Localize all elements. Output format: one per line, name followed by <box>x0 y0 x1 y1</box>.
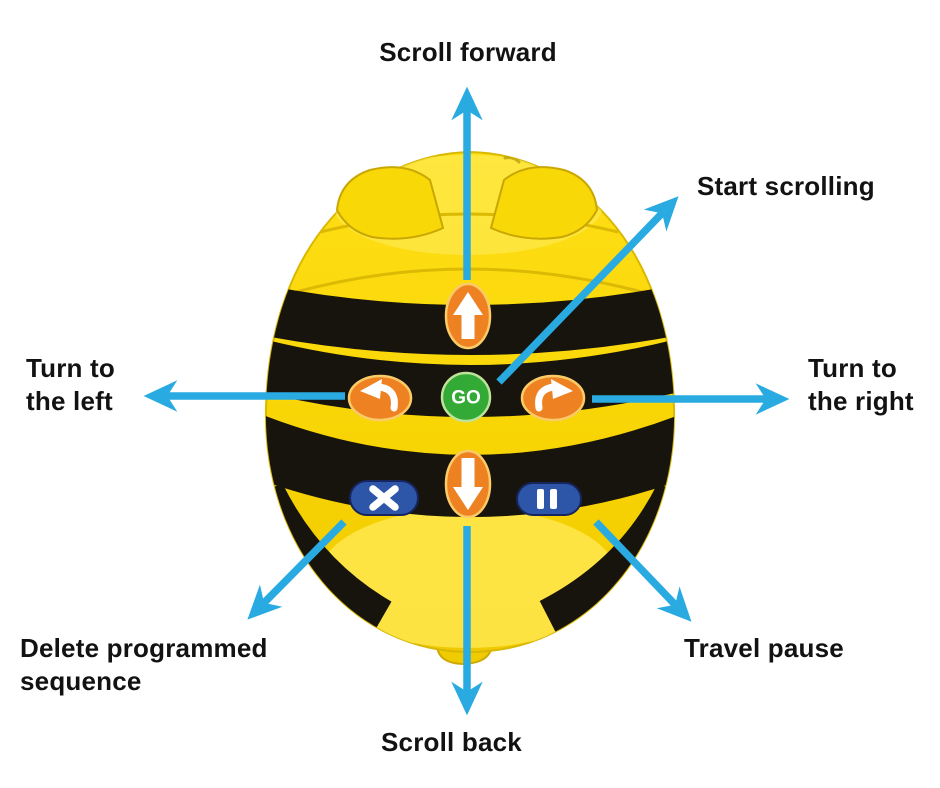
go-button-label: GO <box>451 388 481 409</box>
arrow-start-scrolling <box>496 196 679 385</box>
down-arrow-icon <box>453 458 483 510</box>
clear-x-icon <box>369 485 399 511</box>
go-button: GO <box>440 371 492 423</box>
pause-bars-icon <box>537 489 557 509</box>
clear-button <box>349 480 419 516</box>
label-travel-pause: Travel pause <box>684 633 844 663</box>
right-ear <box>489 166 599 240</box>
back-button <box>444 449 492 519</box>
control-buttons: GO <box>347 282 586 519</box>
label-turn-left: Turn to the left <box>26 353 115 416</box>
left-ear <box>335 166 445 240</box>
forward-button <box>444 282 492 350</box>
turn-right-icon <box>535 379 573 412</box>
arrow-travel-pause <box>593 519 692 622</box>
label-start-scrolling: Start scrolling <box>697 171 875 201</box>
arrow-delete-sequence <box>247 519 347 620</box>
turn-left-icon <box>360 379 398 412</box>
label-scroll-forward: Scroll forward <box>379 37 557 67</box>
turn-right-button <box>520 374 586 422</box>
label-delete-sequence: Delete programmed sequence <box>20 633 268 696</box>
pause-button <box>516 482 582 516</box>
label-scroll-back: Scroll back <box>381 727 522 757</box>
up-arrow-icon <box>453 292 483 339</box>
label-turn-right: Turn to the right <box>808 353 914 416</box>
annotation-arrows <box>143 86 790 716</box>
ears <box>335 166 599 240</box>
turn-left-button <box>347 374 413 422</box>
